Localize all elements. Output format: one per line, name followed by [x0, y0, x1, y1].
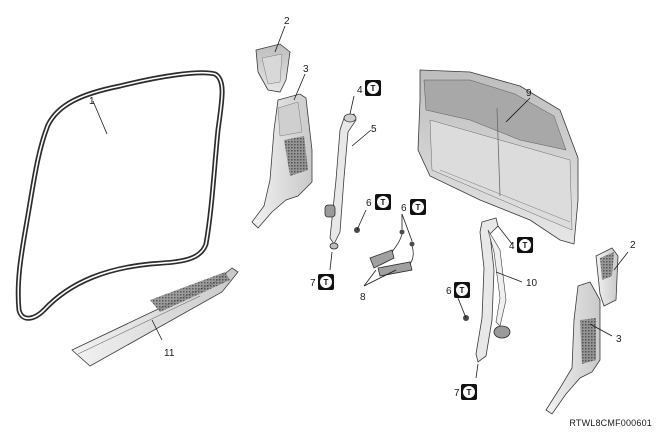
rear-seat-belt — [475, 217, 523, 379]
torque-icon: T — [365, 80, 381, 96]
callout-10: 10 — [526, 278, 538, 289]
rear-back-panel — [417, 69, 579, 245]
callout-5: 5 — [371, 124, 377, 135]
quarter-pillar-garnish-right — [545, 281, 613, 415]
callout-2-right: 2 — [630, 240, 636, 251]
callout-4-left: 4 — [357, 85, 363, 96]
callout-3-right: 3 — [616, 334, 622, 345]
center-pillar-garnish-left — [251, 73, 313, 229]
upper-pillar-garnish-left — [255, 25, 291, 93]
torque-icon: T — [375, 194, 391, 210]
callout-2-left: 2 — [284, 16, 290, 27]
callout-8: 8 — [360, 292, 366, 303]
callout-6-left: 6 — [366, 198, 372, 209]
torque-label: T — [416, 203, 421, 212]
front-seat-belt — [324, 95, 372, 271]
callout-6-center: 6 — [401, 203, 407, 214]
upper-pillar-garnish-right — [595, 247, 629, 307]
callout-11: 11 — [164, 348, 175, 359]
callout-3-left: 3 — [303, 64, 309, 75]
callout-7-right: 7 — [454, 388, 460, 399]
callout-7-left: 7 — [310, 278, 316, 289]
torque-icon: T — [410, 199, 426, 215]
torque-icon: T — [517, 237, 533, 253]
torque-label: T — [371, 84, 376, 93]
torque-label: T — [523, 241, 528, 250]
torque-icon: T — [318, 274, 334, 290]
door-weatherstrip — [15, 70, 225, 321]
callout-9: 9 — [526, 88, 532, 99]
torque-label: T — [381, 198, 386, 207]
bolt-right — [457, 297, 469, 321]
torque-icon: T — [454, 282, 470, 298]
callout-1: 1 — [89, 96, 95, 107]
torque-label: T — [467, 388, 472, 397]
figure-code: RTWL8CMF000601 — [569, 418, 652, 428]
torque-symbols: T T T T T T T — [318, 80, 533, 400]
torque-icon: T — [461, 384, 477, 400]
torque-label: T — [460, 286, 465, 295]
seat-belt-buckles — [363, 213, 415, 287]
front-scuff-plate — [71, 267, 239, 367]
callout-4-right: 4 — [509, 241, 515, 252]
callout-6-right: 6 — [446, 286, 452, 297]
bolt-left — [354, 209, 367, 233]
callout-numbers: 1 2 3 4 5 6 6 7 8 9 4 6 10 2 3 7 11 — [89, 16, 636, 399]
torque-label: T — [324, 278, 329, 287]
